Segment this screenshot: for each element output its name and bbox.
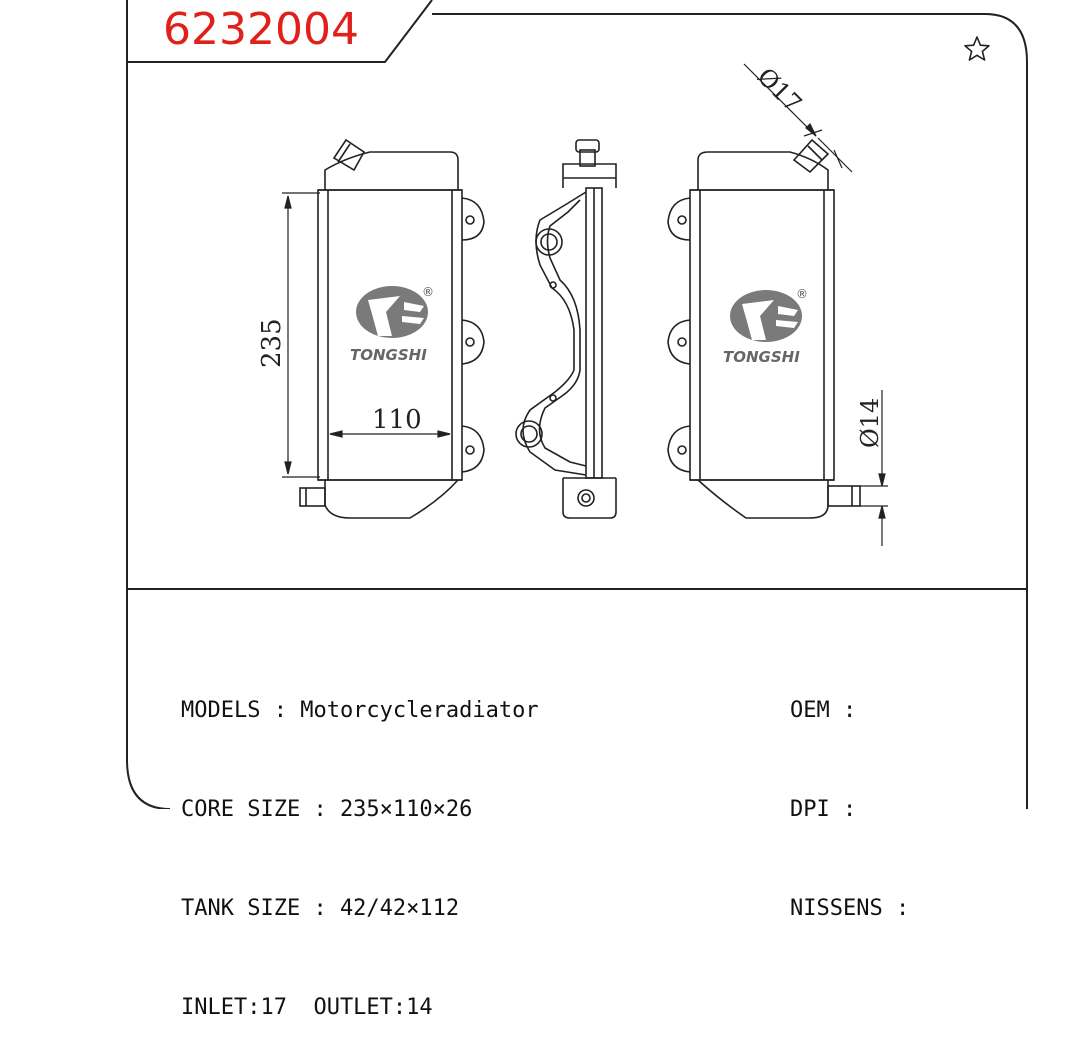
spec-core-size: CORE SIZE : 235×110×26 xyxy=(181,797,473,822)
brand-logo-rear xyxy=(730,290,802,342)
spec-nissens: NISSENS : xyxy=(790,896,910,921)
side-view xyxy=(515,139,617,519)
drawing-sheet: 235 110 TONGSHI ® xyxy=(126,0,1028,809)
brand-logo-front xyxy=(356,286,428,338)
spec-inlet-outlet: INLET:17 OUTLET:14 xyxy=(181,995,433,1020)
registered-mark-rear: ® xyxy=(796,287,808,301)
sheet-frame xyxy=(126,0,1028,809)
spec-tank-size: TANK SIZE : 42/42×112 xyxy=(181,896,460,921)
dim-outlet-label: Ø14 xyxy=(856,398,884,448)
spec-oem: OEM : xyxy=(790,698,857,723)
spec-list: MODELS : Motorcycleradiator CORE SIZE : … xyxy=(181,628,539,1057)
rear-dimensions xyxy=(743,63,888,546)
front-dimensions xyxy=(282,192,451,478)
spec-models: MODELS : Motorcycleradiator xyxy=(181,698,539,723)
brand-name-front: TONGSHI xyxy=(350,346,427,364)
front-view xyxy=(299,138,485,519)
part-number: 6232004 xyxy=(163,4,359,55)
reference-list: OEM : DPI : NISSENS : xyxy=(790,628,909,958)
dim-height-label: 235 xyxy=(257,318,287,368)
star-outline-icon[interactable] xyxy=(962,34,992,64)
rear-view xyxy=(667,138,861,519)
dim-width-label: 110 xyxy=(372,405,422,435)
registered-mark-front: ® xyxy=(422,285,434,299)
dim-inlet-label: Ø17 xyxy=(752,62,807,117)
spec-dpi: DPI : xyxy=(790,797,857,822)
brand-name-rear: TONGSHI xyxy=(723,348,800,366)
